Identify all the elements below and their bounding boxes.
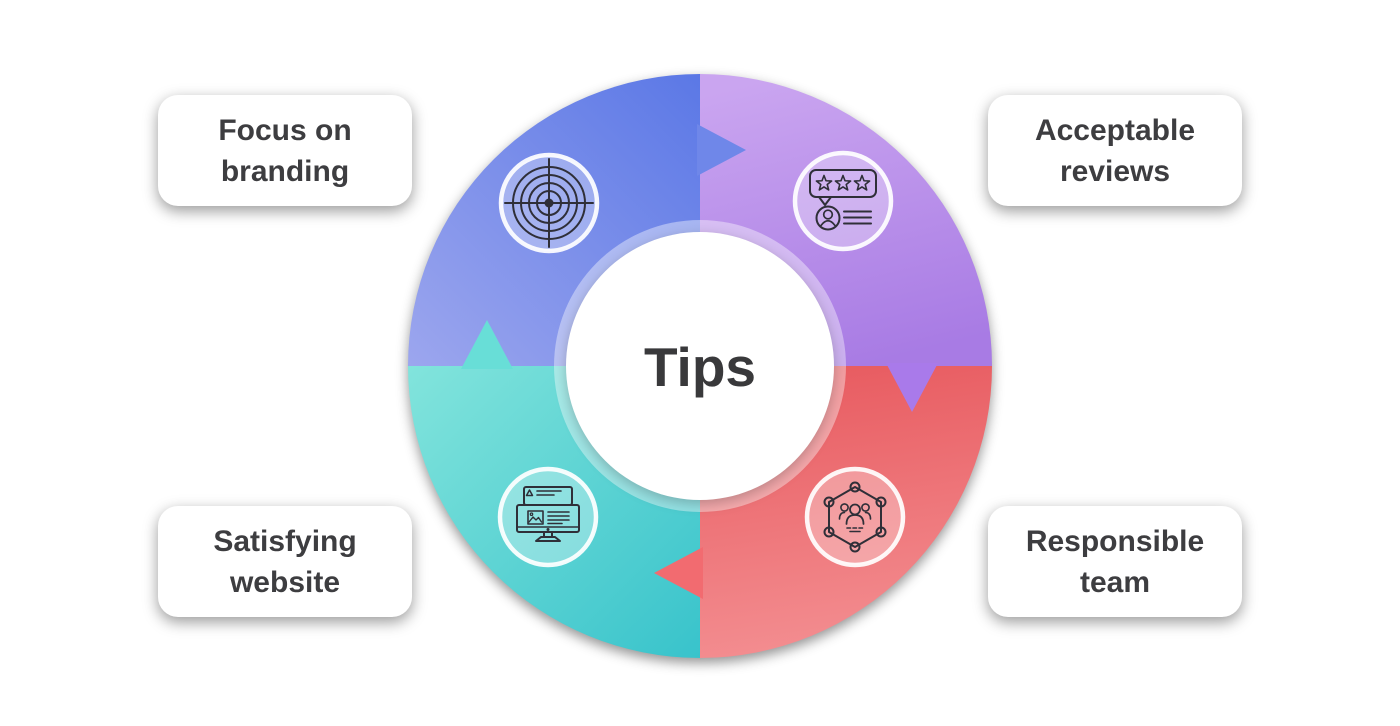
label-card-branding: Focus on branding (158, 95, 412, 206)
label-card-reviews: Acceptable reviews (988, 95, 1242, 206)
team-network-icon (823, 481, 887, 553)
label-line: website (229, 565, 341, 599)
arrow-blue-to-purple (697, 124, 746, 176)
center-title: Tips (644, 336, 756, 398)
label-card-team: Responsible team (988, 506, 1242, 617)
label-line: reviews (1059, 154, 1171, 188)
arrow-teal-to-blue (461, 320, 513, 369)
team-icon-circle (804, 466, 906, 568)
label-line: team (1079, 565, 1151, 599)
center-hub: Tips (554, 220, 846, 512)
arrow-purple-to-red (886, 363, 938, 412)
arrow-red-to-teal (654, 547, 703, 599)
label-line: Satisfying (213, 524, 357, 558)
label-line: Acceptable (1034, 113, 1196, 147)
website-monitor-icon (516, 486, 580, 542)
target-icon (504, 158, 594, 248)
customer-review-icon (809, 169, 877, 231)
label-line: branding (220, 154, 350, 188)
website-icon-circle (497, 466, 599, 568)
center-circle (566, 232, 834, 500)
label-line: Responsible (1025, 524, 1205, 558)
reviews-icon-circle (792, 150, 894, 252)
label-line: Focus on (218, 113, 352, 147)
label-card-website: Satisfying website (158, 506, 412, 617)
